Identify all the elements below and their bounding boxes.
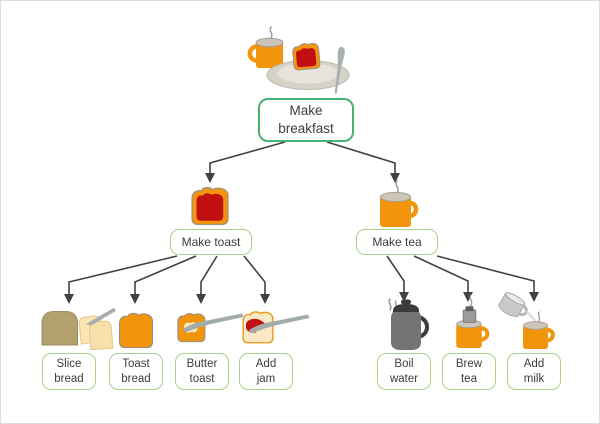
toast-on-plate bbox=[292, 42, 321, 71]
connector-make_toast-to-toast_bread bbox=[130, 255, 197, 304]
mug-body bbox=[256, 41, 283, 68]
milk-jug bbox=[498, 292, 528, 317]
mug-top bbox=[523, 321, 548, 330]
milk-jug-and-mug-icon bbox=[495, 292, 557, 350]
jam-toast-and-knife-icon bbox=[238, 304, 314, 350]
node-make-toast: Make toast bbox=[170, 229, 252, 255]
steam bbox=[269, 26, 273, 39]
node-make-breakfast: Make breakfast bbox=[258, 98, 354, 142]
kettle-knob bbox=[401, 299, 411, 305]
teabag-in-mug-icon bbox=[450, 293, 490, 350]
teabag-fold bbox=[465, 306, 474, 312]
knife bbox=[249, 314, 310, 334]
loaf bbox=[41, 311, 78, 346]
connector-make_toast-to-butter_toast bbox=[196, 255, 218, 304]
node-add-milk: Add milk bbox=[507, 353, 561, 390]
mug-top bbox=[255, 37, 284, 48]
node-label: Make breakfast bbox=[278, 103, 334, 136]
kettle-lid bbox=[393, 304, 419, 312]
node-label: Toast bread bbox=[121, 358, 151, 385]
tea-mug-icon bbox=[371, 179, 421, 229]
node-label: Make tea bbox=[372, 234, 422, 249]
connector-make_breakfast-to-make_tea bbox=[326, 141, 400, 183]
bread-slice bbox=[88, 320, 114, 351]
connector-make_tea-to-boil_water bbox=[386, 255, 409, 302]
toast-slice-icon bbox=[116, 309, 158, 349]
node-label: Brew tea bbox=[455, 358, 483, 385]
knife bbox=[86, 308, 116, 326]
steam bbox=[537, 311, 541, 322]
node-make-tea: Make tea bbox=[356, 229, 438, 255]
bread-loaf-and-knife-icon bbox=[38, 307, 116, 351]
steam bbox=[395, 180, 399, 194]
node-label: Add milk bbox=[523, 358, 545, 385]
node-add-jam: Add jam bbox=[239, 353, 293, 390]
node-label: Slice bread bbox=[54, 358, 84, 385]
mug-body bbox=[380, 196, 411, 227]
connector-make_breakfast-to-make_toast bbox=[205, 141, 286, 183]
connector-make_toast-to-slice_bread bbox=[64, 255, 178, 304]
node-boil-water: Boil water bbox=[377, 353, 431, 390]
node-label: Add jam bbox=[255, 358, 277, 385]
node-toast-bread: Toast bread bbox=[109, 353, 163, 390]
mug-top bbox=[380, 191, 411, 203]
mug-body bbox=[456, 323, 482, 349]
mug-body bbox=[523, 325, 548, 349]
kettle-body bbox=[391, 309, 421, 350]
knife bbox=[334, 46, 345, 94]
connector-make_toast-to-add_jam bbox=[243, 255, 270, 304]
jam bbox=[196, 193, 224, 221]
plate-inner bbox=[277, 63, 339, 84]
node-label: Butter toast bbox=[186, 358, 218, 385]
teabag bbox=[462, 309, 477, 323]
node-label: Boil water bbox=[389, 358, 419, 385]
node-label: Make toast bbox=[181, 234, 241, 249]
node-slice-bread: Slice bread bbox=[42, 353, 96, 390]
kettle-icon bbox=[380, 297, 432, 351]
buttered-toast-and-knife-icon bbox=[174, 304, 250, 350]
toast-with-jam-icon bbox=[188, 183, 232, 227]
knife bbox=[183, 313, 244, 333]
mug-handle bbox=[479, 326, 490, 342]
node-butter-toast: Butter toast bbox=[175, 353, 229, 390]
steam bbox=[388, 298, 392, 311]
breakfast-plate-icon bbox=[246, 23, 366, 99]
node-brew-tea: Brew tea bbox=[442, 353, 496, 390]
milk-stream bbox=[525, 310, 538, 324]
